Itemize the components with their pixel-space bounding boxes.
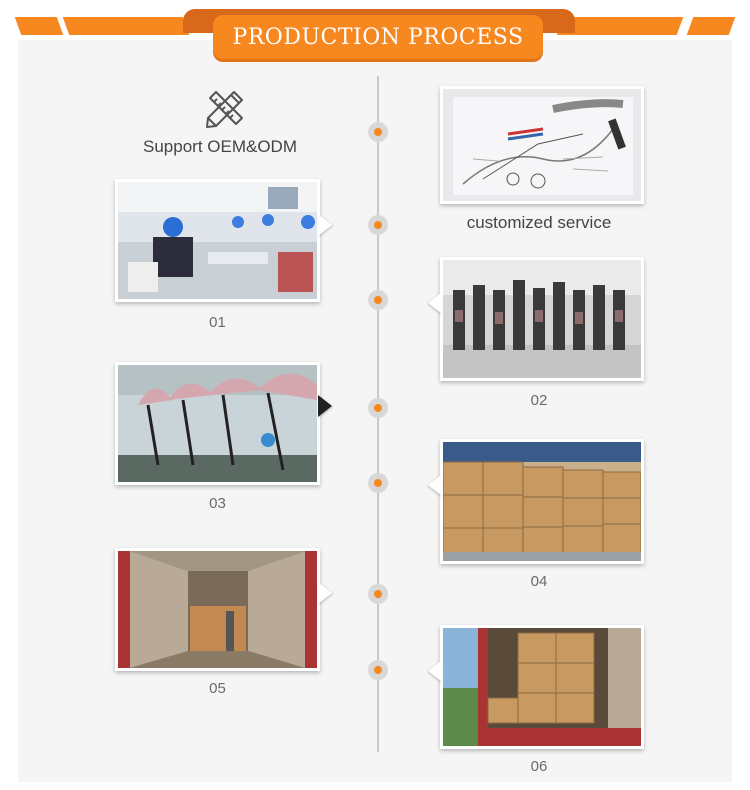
step-caption-02: 02 (530, 392, 548, 409)
oem-label: Support OEM&ODM (143, 137, 297, 156)
timeline-dot (368, 584, 388, 604)
pointer-arrow (318, 582, 332, 604)
pointer-arrow (428, 474, 442, 496)
photo-step-01 (115, 179, 320, 302)
photo-step-06 (440, 625, 644, 749)
pointer-arrow (428, 292, 442, 314)
title-banner: PRODUCTION PROCESS (213, 15, 543, 59)
photo-customized-service (440, 86, 644, 204)
timeline-dot (368, 398, 388, 418)
pencil-ruler-icon (206, 91, 243, 128)
step-caption-06: 06 (530, 758, 548, 775)
timeline-dot (368, 122, 388, 142)
step-caption-01: 01 (209, 314, 226, 331)
photo-step-03 (115, 362, 320, 485)
photo-step-05 (115, 548, 320, 671)
page-title: PRODUCTION PROCESS (232, 24, 524, 50)
pointer-arrow (428, 660, 442, 682)
timeline-dot (368, 660, 388, 680)
photo-step-02 (440, 257, 644, 381)
header-stripe-mid-right (556, 17, 684, 35)
step-caption-customized: customized service (466, 213, 612, 232)
step-caption-04: 04 (530, 573, 548, 590)
pointer-arrow (318, 214, 332, 236)
header-stripe-right (686, 17, 736, 35)
step-caption-03: 03 (209, 495, 226, 512)
header-stripe-left (14, 17, 64, 35)
timeline-dot (368, 290, 388, 310)
timeline-dot (368, 473, 388, 493)
timeline-dot (368, 215, 388, 235)
header-stripe-mid-left (62, 17, 190, 35)
pointer-arrow (318, 395, 332, 417)
step-caption-05: 05 (209, 680, 226, 697)
photo-step-04 (440, 439, 644, 564)
